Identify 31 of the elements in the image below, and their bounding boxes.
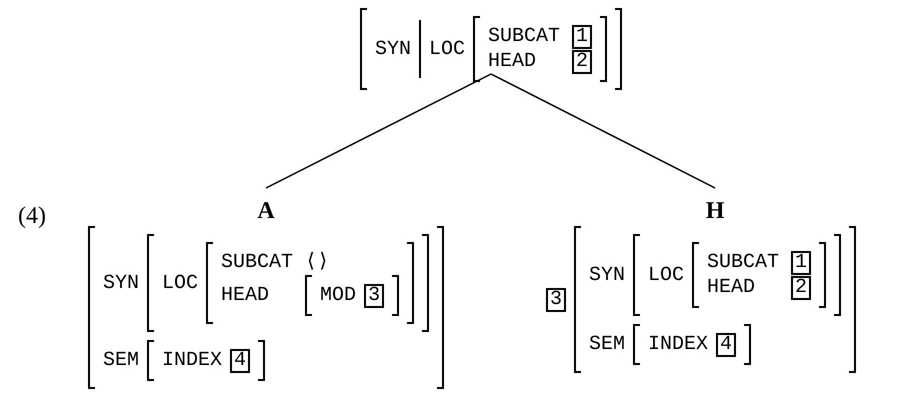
index-tag: 4 xyxy=(716,332,736,356)
index-tag: 3 xyxy=(546,288,566,312)
index-tag: 3 xyxy=(364,284,384,308)
feature-label: HEAD xyxy=(488,49,538,74)
feature-label: LOC xyxy=(162,270,198,296)
index-tag: 1 xyxy=(572,24,592,48)
index-tag: 2 xyxy=(791,276,812,300)
feature-label: INDEX xyxy=(162,348,222,373)
feature-label: SUBCAT xyxy=(488,24,560,49)
feature-label: SUBCAT xyxy=(707,250,780,275)
feature-label: LOC xyxy=(648,262,684,288)
feature-label: LOC xyxy=(429,36,466,62)
tree-branch xyxy=(490,73,716,189)
category-label: H xyxy=(706,197,724,226)
feature-label: SUBCAT xyxy=(221,250,294,275)
feature-label: SYN xyxy=(589,262,626,288)
feature-label: SYN xyxy=(103,270,140,296)
category-label: A xyxy=(257,197,275,226)
example-number: (4) xyxy=(18,202,46,231)
tree-branch xyxy=(266,73,492,189)
feature-label: SEM xyxy=(103,348,140,373)
feature-label: HEAD xyxy=(221,283,270,308)
feature-label: ⟨⟩ xyxy=(305,250,330,275)
feature-label: INDEX xyxy=(648,332,708,357)
feature-label: SYN xyxy=(375,36,412,62)
index-tag: 4 xyxy=(230,348,250,372)
index-tag: 1 xyxy=(791,250,812,274)
feature-label: SEM xyxy=(589,332,626,357)
feature-label: HEAD xyxy=(707,275,756,300)
index-tag: 2 xyxy=(572,50,592,74)
feature-label: MOD xyxy=(320,283,356,308)
